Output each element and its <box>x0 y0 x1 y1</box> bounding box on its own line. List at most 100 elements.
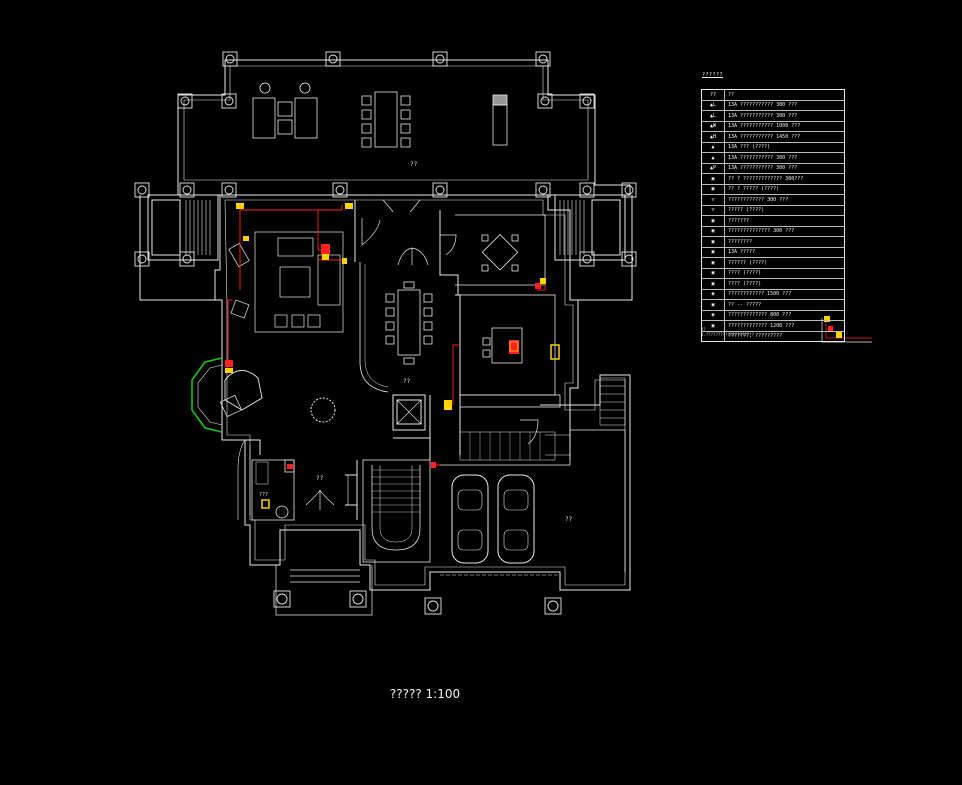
garage <box>435 429 626 576</box>
legend-row: ▲13A ??????????? 300 ??? <box>702 153 844 164</box>
legend-text: 13A ??????????? 300 ??? <box>728 154 798 161</box>
legend-row: ▣?? ? ????????????? 300??? <box>702 174 844 185</box>
note-text: 1.???????????????????? <box>701 332 754 337</box>
room-label-hall: ?? <box>316 475 324 482</box>
legend-row: ▣????????????? 1200 ??? <box>702 321 844 332</box>
legend-text: 13A ??????????? 1450 ??? <box>728 133 801 140</box>
legend-text: ???? (????) <box>728 280 762 287</box>
living-room <box>228 231 344 333</box>
legend-symbol-icon: ▣ <box>702 321 725 331</box>
legend-symbol-icon: ▲ <box>702 142 725 152</box>
legend-text: 13A ??????????? 300 ??? <box>728 165 798 172</box>
legend-text: ??????? <box>728 217 750 224</box>
legend-header: ?????? <box>702 72 724 78</box>
legend-row: ▣?????????????? 300 ??? <box>702 226 844 237</box>
legend-symbol-icon: ▲W <box>702 121 725 131</box>
legend-symbol-icon: ▲L <box>702 100 725 110</box>
wc <box>251 459 295 521</box>
legend-symbol-icon: ▽ <box>702 195 725 205</box>
legend-text: ?????? (????) <box>728 259 768 266</box>
legend-text: 13A ????? <box>728 249 756 256</box>
legend-symbol-icon: ◉ <box>702 310 725 320</box>
legend-row: ◉????????????? 800 ??? <box>702 310 844 321</box>
room-label-garage: ?? <box>565 516 573 523</box>
legend-row: ▣???? (????) <box>702 268 844 279</box>
legend-text: ?? <box>728 91 735 98</box>
detail-diagram <box>821 316 872 343</box>
breakfast-table <box>455 214 546 286</box>
legend-row: ▣???? (????) <box>702 279 844 290</box>
legend-symbol-icon: ▣ <box>702 237 725 247</box>
legend-text: ???????????? 300 ??? <box>728 196 789 203</box>
legend-symbol-icon: ▣ <box>702 268 725 278</box>
main-stair <box>362 459 431 563</box>
legend-row: ▣??????? <box>702 216 844 227</box>
electrical-wiring <box>227 205 546 466</box>
legend-symbol-icon: ▲P <box>702 163 725 173</box>
electrical-fixtures <box>225 203 560 509</box>
legend-symbol-icon: ▲L <box>702 111 725 121</box>
legend-row: ▽???????????? 300 ??? <box>702 195 844 206</box>
bay-window <box>191 357 223 433</box>
legend-symbol-icon: ?? <box>702 90 725 100</box>
legend-text: ?????????????? 300 ??? <box>728 228 795 235</box>
left-stair <box>139 194 219 301</box>
legend-symbol-icon: ▣ <box>702 216 725 226</box>
legend-symbol-icon: ▣ <box>702 226 725 236</box>
piano <box>224 370 263 411</box>
legend-row: ???????, ????????? <box>702 331 844 341</box>
legend-row: ◉???????????? 1500 ??? <box>702 289 844 300</box>
interior-walls <box>245 200 571 520</box>
legend-text: 13A ??????????? 300 ??? <box>728 102 798 109</box>
legend-row: ▣?? -- ????? <box>702 300 844 311</box>
right-stair <box>554 194 633 301</box>
dining-table <box>359 262 433 393</box>
legend-symbol-icon: ▣ <box>702 300 725 310</box>
elevator <box>392 394 426 431</box>
entrance-steps <box>275 565 373 616</box>
legend-symbol-icon: ▣ <box>702 279 725 289</box>
legend-symbol-icon: ▣ <box>702 247 725 257</box>
legend-symbol-icon: ▣ <box>702 174 725 184</box>
legend-text: ???????, ????????? <box>728 333 783 340</box>
legend-text: 13A ??????????? 300 ??? <box>728 112 798 119</box>
legend-text: ???????? <box>728 238 753 245</box>
legend-text: ????????????? 1200 ??? <box>728 322 795 329</box>
legend-text: ?? ? ????? (????) <box>728 186 780 193</box>
legend-text: ?? -- ????? <box>728 301 762 308</box>
terrace-outline <box>177 59 631 196</box>
legend-row: ???? <box>702 90 844 101</box>
legend-symbol-icon: ▣ <box>702 184 725 194</box>
legend-symbol-icon: ▽ <box>702 205 725 215</box>
legend-symbol-icon: ◉ <box>702 289 725 299</box>
legend-symbol-icon: ▲ <box>702 153 725 163</box>
room-label-wc: ??? <box>259 492 268 498</box>
legend-text: ?? ? ????????????? 300??? <box>728 175 804 182</box>
legend-row: ▽????? (????) <box>702 205 844 216</box>
legend-text: 13A ??? (????) <box>728 144 771 151</box>
columns <box>134 51 637 615</box>
legend-symbol-icon: ▲H <box>702 132 725 142</box>
legend-text: ????? (????) <box>728 207 765 214</box>
legend-row: ▣?? ? ????? (????) <box>702 184 844 195</box>
legend-text: ????????????? 800 ??? <box>728 312 792 319</box>
legend-row: ▣?????? (????) <box>702 258 844 269</box>
legend-text: ???????????? 1500 ??? <box>728 291 792 298</box>
legend-row: ▣13A ????? <box>702 247 844 258</box>
terrace-furniture <box>252 82 508 148</box>
note-block: ?? 1.???????????????????? <box>701 327 754 337</box>
legend-symbol-icon: ▣ <box>702 258 725 268</box>
house-outline <box>214 194 631 591</box>
room-label-dining: ?? <box>403 378 411 385</box>
legend-text: 13A ??????????? 1000 ??? <box>728 123 801 130</box>
legend-symbol-icon <box>702 331 725 341</box>
legend-text: ???? (????) <box>728 270 762 277</box>
legend-row: ▣???????? <box>702 237 844 248</box>
foyer-table <box>310 397 336 423</box>
